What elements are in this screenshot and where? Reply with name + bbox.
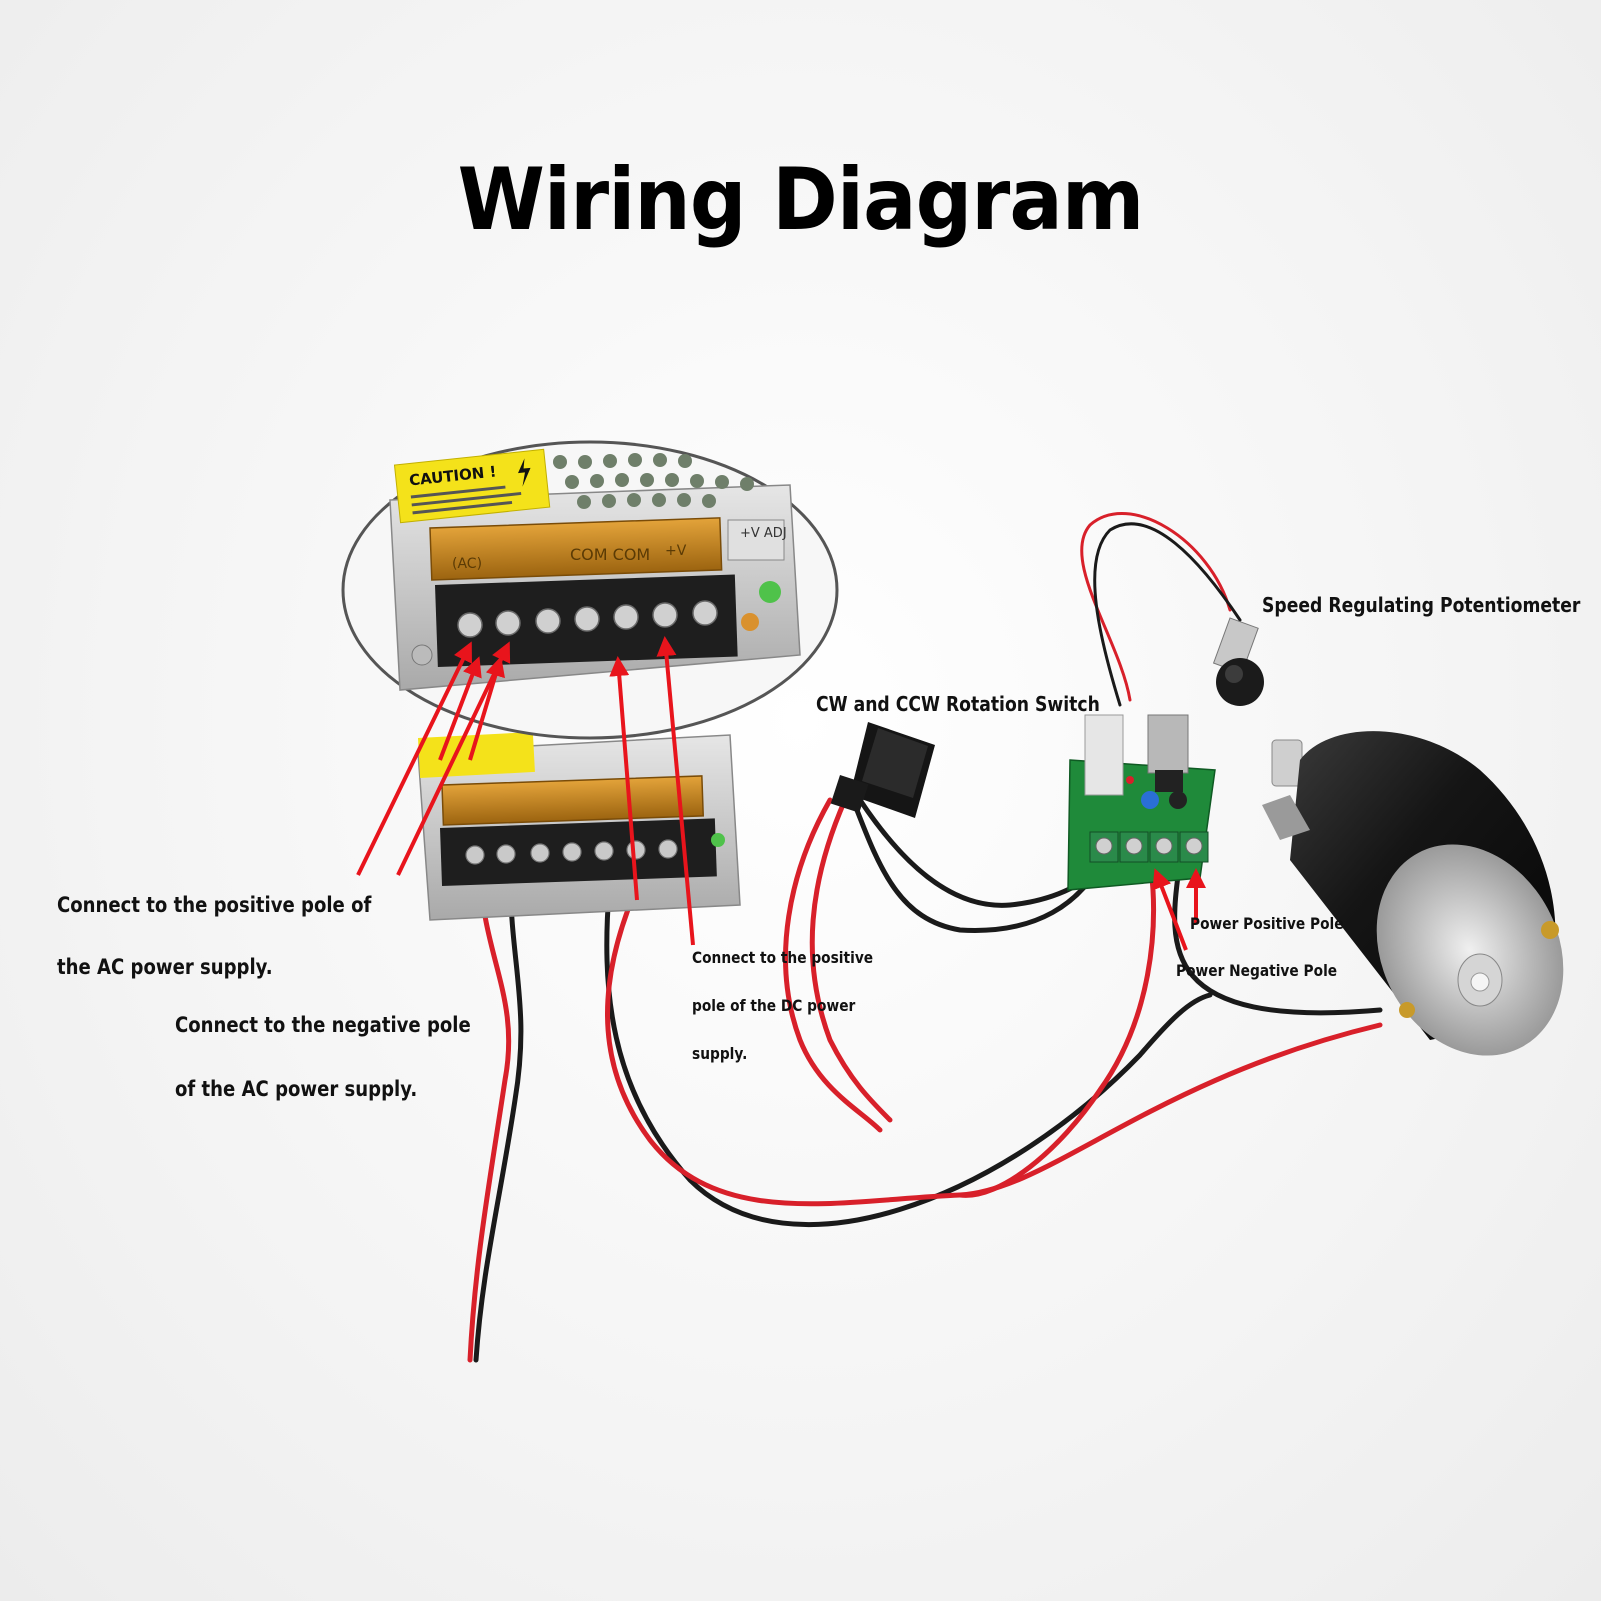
power-positive-label: Power Positive Pole	[1190, 914, 1344, 933]
page-title: Wiring Diagram	[457, 150, 1145, 250]
callout-arrows	[356, 636, 1206, 951]
dc-positive-label-line1: Connect to the positive	[692, 948, 874, 967]
ac-negative-label-line1: Connect to the negative pole	[175, 1013, 471, 1037]
svg-text:COM COM: COM COM	[570, 545, 650, 564]
arrow-dc-positive-1	[609, 656, 639, 901]
potentiometer	[1212, 617, 1264, 706]
ac-negative-label-line2: of the AC power supply.	[175, 1077, 418, 1101]
arrow-ac-negative-magnified	[396, 641, 511, 876]
svg-text:+V ADJ: +V ADJ	[740, 526, 787, 541]
arrow-power-negative	[1152, 868, 1188, 951]
arrow-ac-positive-magnified	[356, 641, 472, 876]
svg-text:+V: +V	[665, 543, 687, 559]
caution-sticker: CAUTION !	[393, 448, 551, 524]
controller-board	[1067, 714, 1216, 891]
power-supply-magnified: CAUTION ! (AC) COM COM +V +V ADJ	[341, 440, 839, 740]
dc-positive-label-line3: supply.	[692, 1044, 748, 1063]
dc-motor	[1262, 731, 1564, 1056]
lightning-icon	[518, 458, 531, 487]
potentiometer-label: Speed Regulating Potentiometer	[1262, 593, 1581, 617]
power-negative-label: Power Negative Pole	[1176, 961, 1338, 980]
rotation-switch	[830, 722, 935, 818]
dc-positive-label-line2: pole of the DC power	[692, 996, 856, 1015]
ac-positive-label-line1: Connect to the positive pole of	[57, 893, 372, 917]
rotation-switch-label: CW and CCW Rotation Switch	[816, 692, 1100, 716]
svg-text:(AC): (AC)	[452, 556, 482, 572]
arrow-dc-positive-2	[656, 636, 695, 946]
ac-positive-label-line2: the AC power supply.	[57, 955, 273, 979]
power-supply-lower	[417, 731, 741, 921]
wire-bundle	[467, 512, 1383, 1363]
